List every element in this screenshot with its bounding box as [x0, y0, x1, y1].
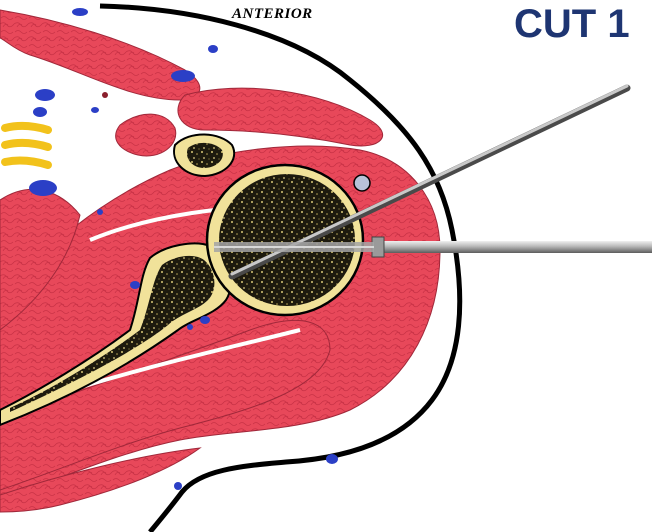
humeral-head-marrow — [219, 174, 355, 306]
pectoral-muscle — [0, 10, 200, 100]
nerve-3 — [5, 161, 48, 165]
vessel-6 — [29, 180, 57, 196]
vessel-3 — [171, 70, 195, 82]
vessel-11 — [200, 316, 210, 324]
anterior-label: ANTERIOR — [232, 6, 313, 23]
vessel-9 — [97, 209, 103, 215]
cut-label: CUT 1 — [514, 2, 630, 47]
vessel-10 — [130, 281, 140, 289]
vessel-14 — [174, 482, 182, 490]
bursa — [354, 175, 370, 191]
vessel-2 — [208, 45, 218, 53]
small-anterior-muscle — [116, 114, 176, 156]
vessel-13 — [326, 454, 338, 464]
vessel-5 — [33, 107, 47, 117]
vessel-1 — [72, 8, 88, 16]
vessel-4 — [35, 89, 55, 101]
nerve-1 — [5, 126, 48, 130]
vessel-12 — [187, 324, 193, 330]
vessel-8 — [102, 92, 108, 98]
nerve-2 — [5, 143, 48, 147]
vessel-7 — [91, 107, 99, 113]
